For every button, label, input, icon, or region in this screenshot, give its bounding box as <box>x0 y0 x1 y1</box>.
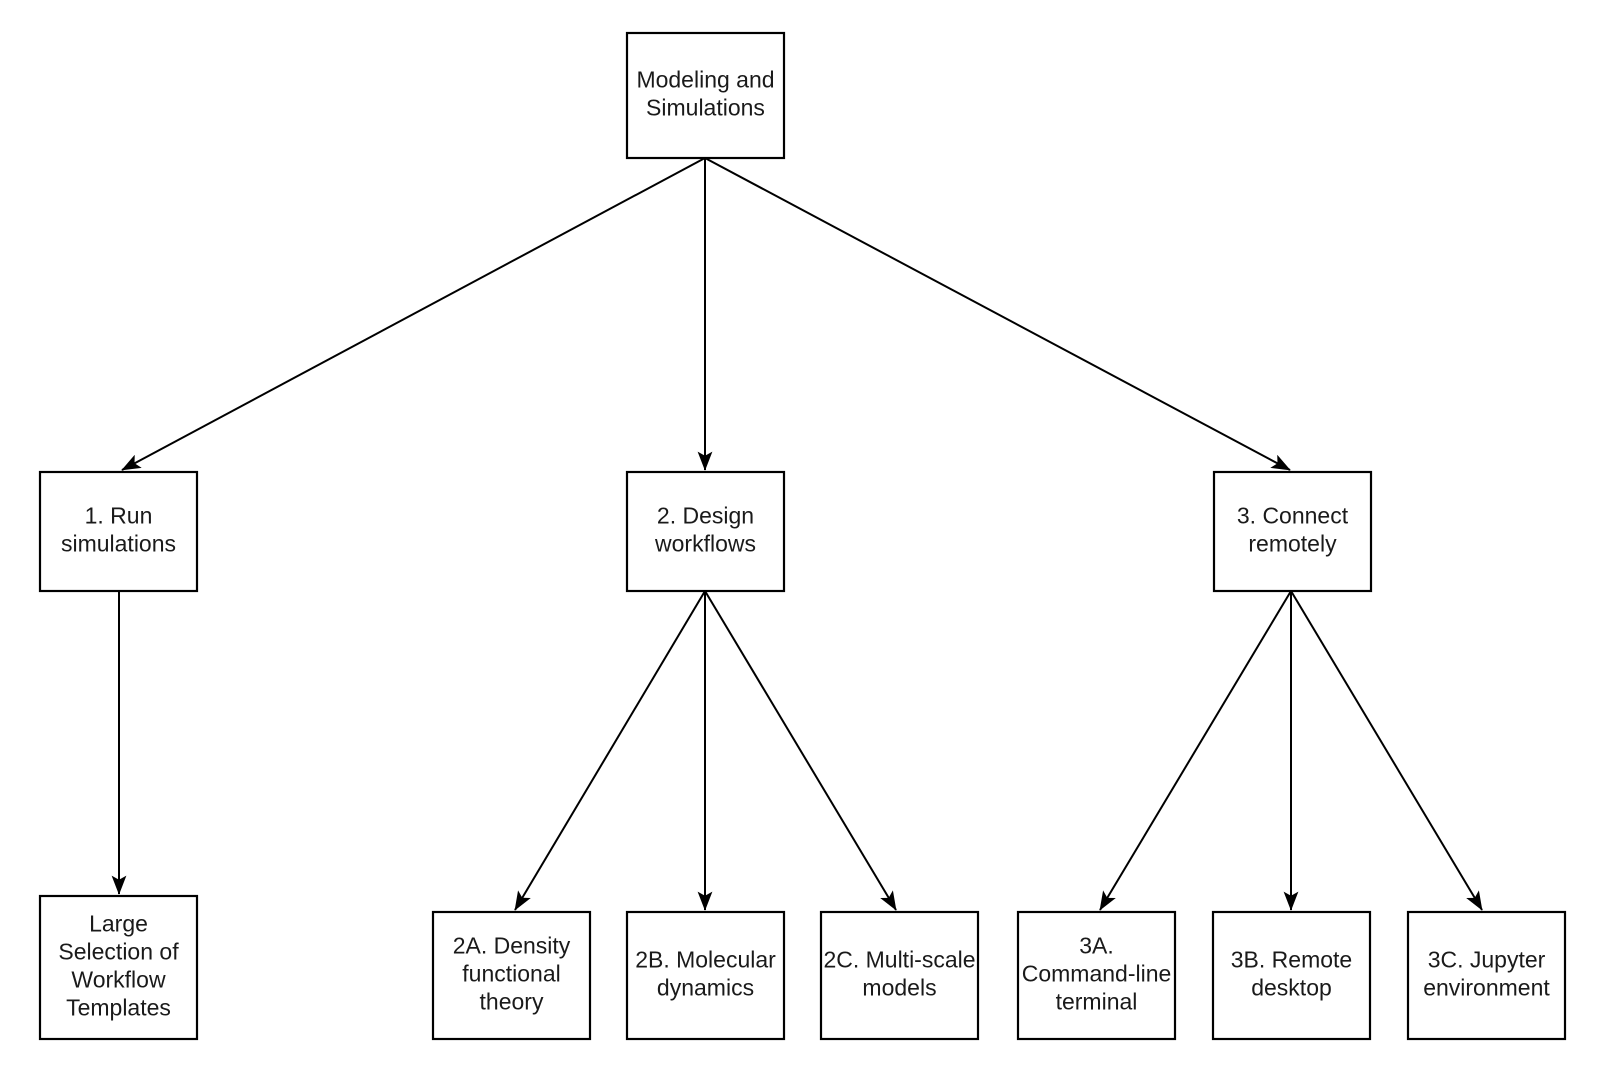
node-label-line: 3. Connect <box>1237 503 1349 529</box>
node-label-line: 1. Run <box>85 503 153 529</box>
node-label-line: Workflow <box>71 967 166 993</box>
edges-layer <box>111 157 1483 911</box>
node-label-line: desktop <box>1251 975 1332 1001</box>
node-label-line: simulations <box>61 531 176 557</box>
node-box-n3a[interactable] <box>1016 910 1177 1041</box>
node-box-n1a[interactable] <box>38 894 199 1041</box>
node-label-line: theory <box>480 989 544 1015</box>
node-label-line: remotely <box>1248 531 1337 557</box>
node-label-line: functional <box>462 961 560 987</box>
node-label-line: Command-line <box>1022 961 1172 987</box>
node-label-line: models <box>862 975 936 1001</box>
node-label-line: Simulations <box>646 95 765 121</box>
edge-arrow-root-n3 <box>704 157 1291 471</box>
node-box-n3c[interactable] <box>1406 910 1567 1041</box>
node-label-line: environment <box>1423 975 1550 1001</box>
node-label-line: workflows <box>654 531 756 557</box>
node-box-n1[interactable] <box>38 470 199 593</box>
node-label-line: 2C. Multi-scale <box>823 947 975 973</box>
node-box-root[interactable] <box>625 31 786 160</box>
node-label-line: terminal <box>1056 989 1138 1015</box>
node-box-n3[interactable] <box>1212 470 1373 593</box>
node-label-line: 2. Design <box>657 503 754 529</box>
node-label-line: Selection of <box>58 939 179 965</box>
node-box-n2c[interactable] <box>819 910 980 1041</box>
node-box-n2b[interactable] <box>625 910 786 1041</box>
node-label-line: 2A. Density <box>453 933 571 959</box>
node-label-line: 2B. Molecular <box>635 947 776 973</box>
node-label-line: 3B. Remote <box>1231 947 1352 973</box>
node-box-n3b[interactable] <box>1211 910 1372 1041</box>
edge-arrow-n3-n3a <box>1099 590 1292 911</box>
node-label-line: Templates <box>66 995 171 1021</box>
node-box-n2a[interactable] <box>431 910 592 1041</box>
edge-arrow-root-n1 <box>121 157 706 471</box>
node-label-line: dynamics <box>657 975 754 1001</box>
node-label-line: 3A. <box>1079 933 1114 959</box>
edge-arrow-n2-n2c <box>704 590 897 911</box>
node-label-line: 3C. Jupyter <box>1428 947 1546 973</box>
edge-arrow-n2-n2a <box>514 590 706 911</box>
node-label-line: Large <box>89 911 148 937</box>
node-box-n2[interactable] <box>625 470 786 593</box>
edge-arrow-n3-n3c <box>1290 590 1483 911</box>
node-label-line: Modeling and <box>636 67 774 93</box>
